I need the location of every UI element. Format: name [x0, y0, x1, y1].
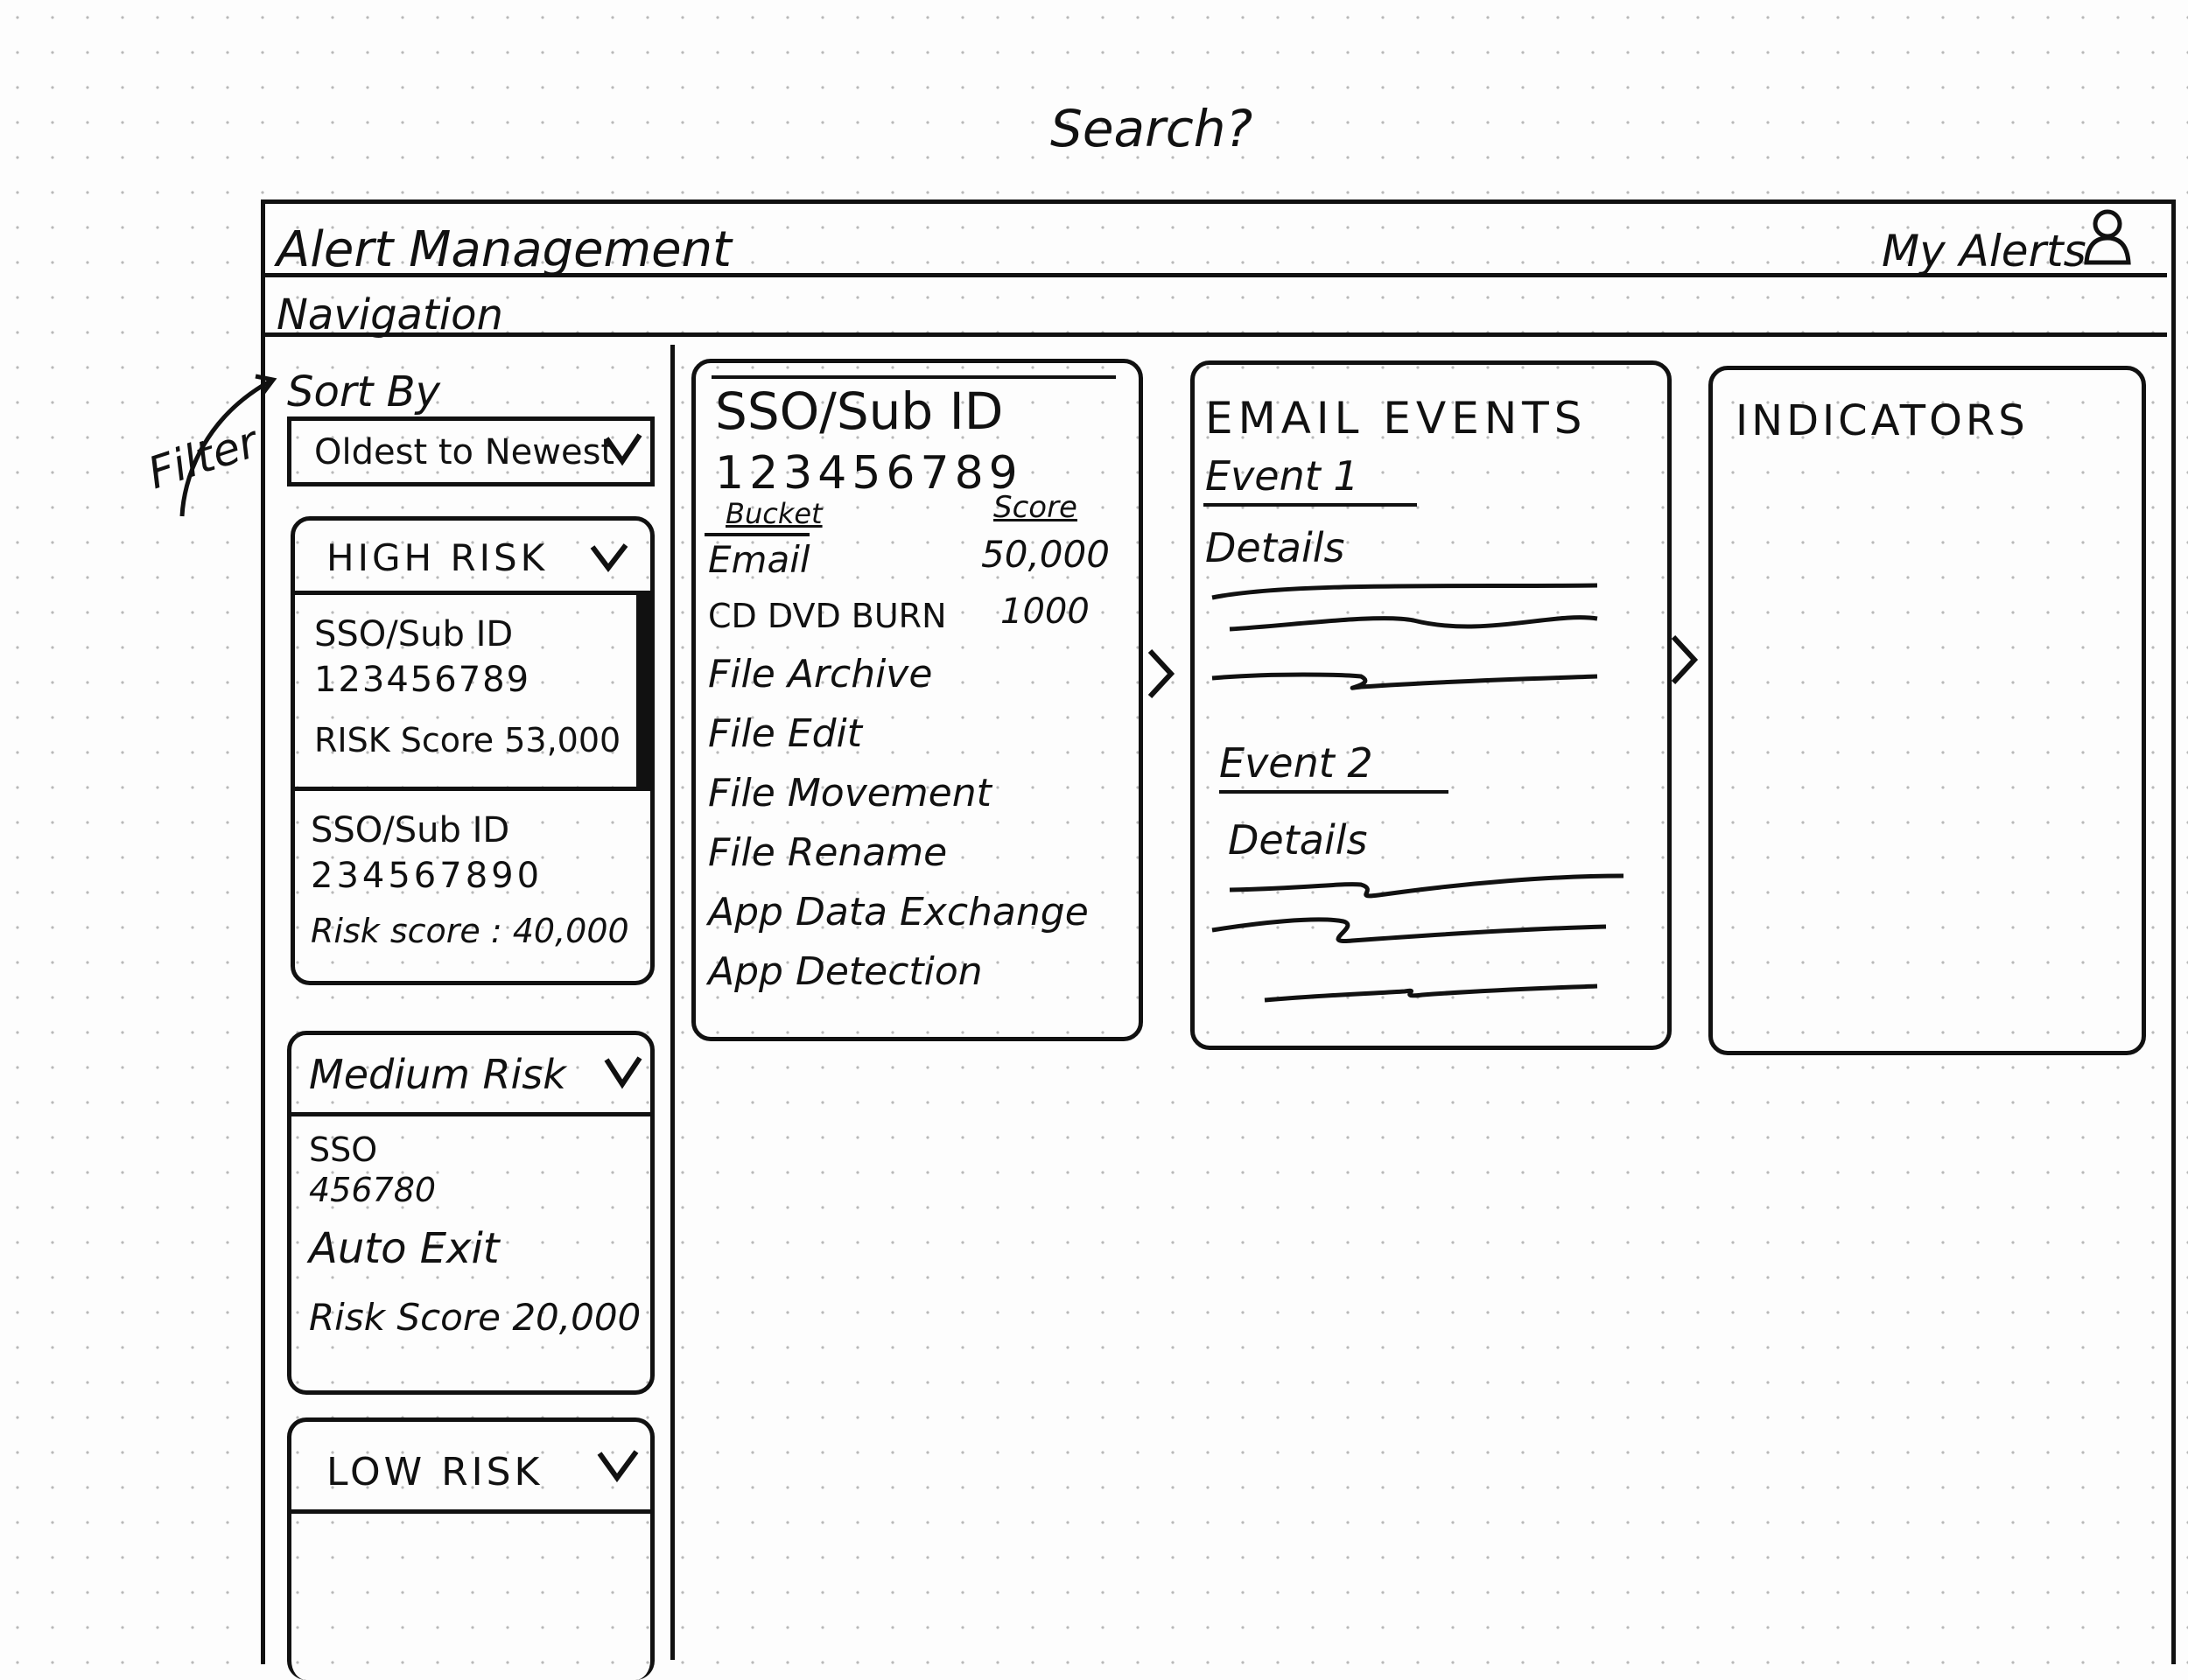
event-underline	[1219, 790, 1448, 794]
alert-id-label: SSO	[309, 1130, 378, 1169]
bucket-name: App Detection	[708, 949, 983, 994]
alert-id-value: 234567890	[311, 856, 543, 896]
bucket-name: File Archive	[708, 652, 933, 696]
search-annotation: Search?	[1050, 99, 1253, 158]
my-alerts-link[interactable]: My Alerts	[1882, 226, 2086, 276]
app-title: Alert Management	[277, 221, 732, 278]
chevron-down-icon[interactable]	[596, 1448, 640, 1483]
bucket-name: CD DVD BURN	[708, 597, 947, 635]
risk-group-high: HIGH RISK SSO/Sub ID 123456789 RISK Scor…	[291, 516, 655, 985]
alert-detail-panel: SSO/Sub ID 123456789 Bucket Score Email …	[691, 359, 1143, 1041]
header-divider	[261, 273, 2167, 277]
score-column-header: Score	[993, 490, 1077, 525]
events-title: EMAIL EVENTS	[1205, 393, 1588, 444]
user-icon[interactable]	[2081, 206, 2134, 268]
alert-id-value: 123456789	[314, 660, 531, 700]
bucket-score: 1000	[1000, 592, 1090, 632]
bucket-name: File Rename	[708, 830, 948, 875]
alert-id-label: SSO/Sub ID	[314, 614, 514, 654]
sidebar-divider	[670, 345, 675, 1660]
chevron-right-icon[interactable]	[1668, 634, 1700, 686]
alert-card[interactable]: SSO/Sub ID 234567890 Risk score : 40,000	[295, 792, 650, 976]
chevron-down-icon[interactable]	[589, 542, 629, 573]
risk-group-header[interactable]: LOW RISK	[291, 1422, 650, 1514]
alert-card-selected[interactable]: SSO/Sub ID 123456789 RISK Score 53,000	[295, 592, 650, 791]
alert-score: Risk score : 40,000	[311, 912, 629, 950]
bucket-name: App Data Exchange	[708, 890, 1089, 934]
bucket-name: Email	[708, 538, 810, 581]
event-underline	[1203, 503, 1417, 507]
bucket-score: 50,000	[981, 533, 1110, 576]
sort-by-label: Sort By	[287, 368, 440, 416]
event-details-label: Details	[1205, 524, 1345, 571]
sort-select-value: Oldest to Newest	[314, 432, 615, 472]
alert-id-value: 456780	[309, 1171, 437, 1209]
risk-group-label: LOW RISK	[326, 1450, 543, 1494]
alert-extra: Auto Exit	[309, 1224, 500, 1273]
navigation-bar[interactable]: Navigation	[277, 290, 503, 340]
detail-top-rule	[712, 375, 1116, 379]
detail-id-value: 123456789	[715, 447, 1023, 500]
bucket-name: File Movement	[708, 771, 992, 816]
risk-group-label: Medium Risk	[309, 1051, 566, 1098]
sort-select[interactable]: Oldest to Newest	[287, 416, 655, 486]
bucket-column-header: Bucket	[726, 497, 823, 530]
event-details-label: Details	[1228, 816, 1368, 864]
event-label[interactable]: Event 2	[1219, 739, 1373, 787]
risk-group-medium: Medium Risk SSO 456780 Auto Exit Risk Sc…	[287, 1031, 655, 1395]
bucket-name: File Edit	[708, 711, 863, 756]
alert-id-label: SSO/Sub ID	[311, 810, 510, 850]
indicators-title: INDICATORS	[1736, 396, 2029, 445]
alert-score: Risk Score 20,000	[309, 1296, 642, 1339]
details-placeholder-lines	[1211, 583, 1598, 690]
risk-group-low: LOW RISK	[287, 1418, 655, 1680]
event-label[interactable]: Event 1	[1205, 452, 1359, 500]
header-underline	[705, 533, 810, 536]
nav-divider	[261, 332, 2167, 337]
chevron-right-icon[interactable]	[1145, 648, 1176, 700]
chevron-down-icon[interactable]	[603, 1054, 643, 1089]
alert-score: RISK Score 53,000	[314, 721, 621, 760]
details-placeholder-lines	[1211, 873, 1624, 1003]
email-events-panel: EMAIL EVENTS Event 1 Details Event 2 Det…	[1190, 360, 1672, 1050]
indicators-panel: INDICATORS	[1708, 366, 2146, 1055]
risk-group-header[interactable]: Medium Risk	[291, 1035, 650, 1116]
detail-title: SSO/Sub ID	[715, 382, 1004, 441]
risk-group-label: HIGH RISK	[326, 536, 549, 579]
risk-group-header[interactable]: HIGH RISK	[295, 521, 650, 595]
app-window	[261, 200, 2176, 1664]
alert-card[interactable]: SSO 456780 Auto Exit Risk Score 20,000	[291, 1116, 650, 1387]
chevron-down-icon	[604, 433, 642, 466]
